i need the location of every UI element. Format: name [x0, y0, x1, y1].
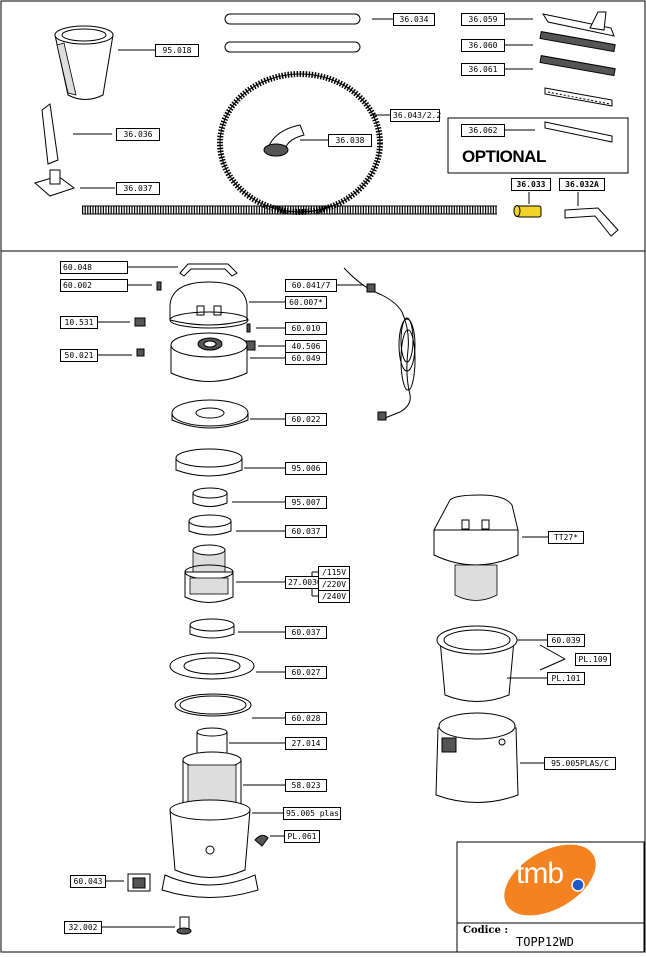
label-60-007: 60.007* — [285, 296, 327, 309]
label-95-005-plas: 95.005 plas — [283, 807, 341, 820]
label-32-002: 32.002 — [64, 921, 102, 934]
lower-tank-part — [435, 712, 519, 803]
codice-value: TOPP12WD — [516, 935, 574, 949]
label-240v: /240V — [318, 590, 350, 603]
latch-part — [254, 834, 269, 847]
label-tt27: TT27* — [548, 531, 584, 544]
label-pl-061: PL.061 — [284, 830, 320, 843]
clip-part — [136, 348, 145, 357]
label-36-043: 36.043/2.2 — [390, 109, 441, 122]
label-60-049: 60.049 — [285, 352, 327, 365]
seal-ring-part — [188, 514, 232, 536]
curved-wand-part — [564, 207, 619, 237]
label-pl-109: PL.109 — [575, 653, 611, 666]
ring-part — [175, 448, 243, 477]
label-60-043: 60.043 — [70, 875, 106, 888]
label-36-061: 36.061 — [461, 63, 505, 76]
power-cord-part — [343, 267, 416, 421]
label-10-531: 10.531 — [60, 316, 98, 329]
mounting-plate-part — [171, 399, 249, 429]
tank-part — [161, 799, 259, 898]
optional-label: OPTIONAL — [462, 147, 546, 166]
label-36-036: 36.036 — [116, 128, 160, 141]
yellow-adapter-part — [513, 205, 542, 218]
label-36-034: 36.034 — [393, 13, 435, 26]
wand-tube-part — [224, 13, 361, 25]
label-95-018: 95.018 — [155, 44, 199, 57]
screw-part — [156, 281, 162, 291]
tank-assembly-part — [436, 625, 518, 702]
label-36-037: 36.037 — [116, 182, 160, 195]
wand-tube-part-2 — [224, 41, 361, 53]
label-36-032a: 36.032A — [559, 178, 605, 191]
label-58-023: 58.023 — [285, 779, 327, 792]
head-assembly-part — [433, 494, 519, 601]
label-60-039: 60.039 — [547, 634, 585, 647]
label-95-007: 95.007 — [285, 496, 327, 509]
logo-text: tmb — [516, 857, 564, 890]
label-36-059: 36.059 — [461, 13, 505, 26]
label-60-041: 60.041/7 — [285, 279, 337, 292]
motor-part — [184, 544, 234, 603]
label-36-062: 36.062 — [461, 124, 505, 137]
label-pl-101: PL.101 — [547, 672, 585, 685]
switch-part — [134, 317, 146, 327]
label-36-033: 36.033 — [511, 178, 551, 191]
label-60-002: 60.002 — [60, 279, 128, 292]
seal-ring-part-2 — [189, 618, 235, 639]
handle-part — [179, 263, 238, 277]
coiled-hose-part — [82, 71, 497, 215]
filter-plate-part — [169, 652, 255, 680]
label-36-060: 36.060 — [461, 39, 505, 52]
optional-floor-tool-part — [544, 121, 613, 143]
gasket-part — [192, 487, 228, 507]
drain-plug-part — [176, 916, 192, 935]
label-36-038: 36.038 — [328, 134, 372, 147]
cartridge-filter-part — [182, 751, 242, 811]
label-60-010: 60.010 — [285, 322, 327, 335]
motor-cover-part — [169, 281, 249, 329]
label-60-028: 60.028 — [285, 712, 327, 725]
filter-bucket-part — [54, 25, 114, 100]
optional-box — [447, 117, 629, 174]
label-60-037: 60.037 — [285, 525, 327, 538]
floor-tool-part — [539, 11, 616, 107]
label-60-048: 60.048 — [60, 261, 128, 274]
pin-part — [246, 323, 251, 333]
title-block-frame — [456, 841, 645, 953]
label-60-037-b: 60.037 — [285, 626, 327, 639]
label-60-022: 60.022 — [285, 413, 327, 426]
codice-label: Codice : — [463, 925, 509, 936]
head-housing-part — [170, 332, 248, 382]
label-60-027: 60.027 — [285, 666, 327, 679]
flat-gasket-part — [174, 693, 252, 717]
crevice-tool-part — [41, 103, 59, 165]
label-50-021: 50.021 — [60, 349, 98, 362]
label-27-014: 27.014 — [285, 737, 327, 750]
label-95-006: 95.006 — [285, 462, 327, 475]
tmb-logo — [504, 844, 596, 916]
label-27-003c: 27.003C — [285, 576, 322, 589]
label-95-005plas-c: 95.005PLAS/C — [544, 757, 616, 770]
